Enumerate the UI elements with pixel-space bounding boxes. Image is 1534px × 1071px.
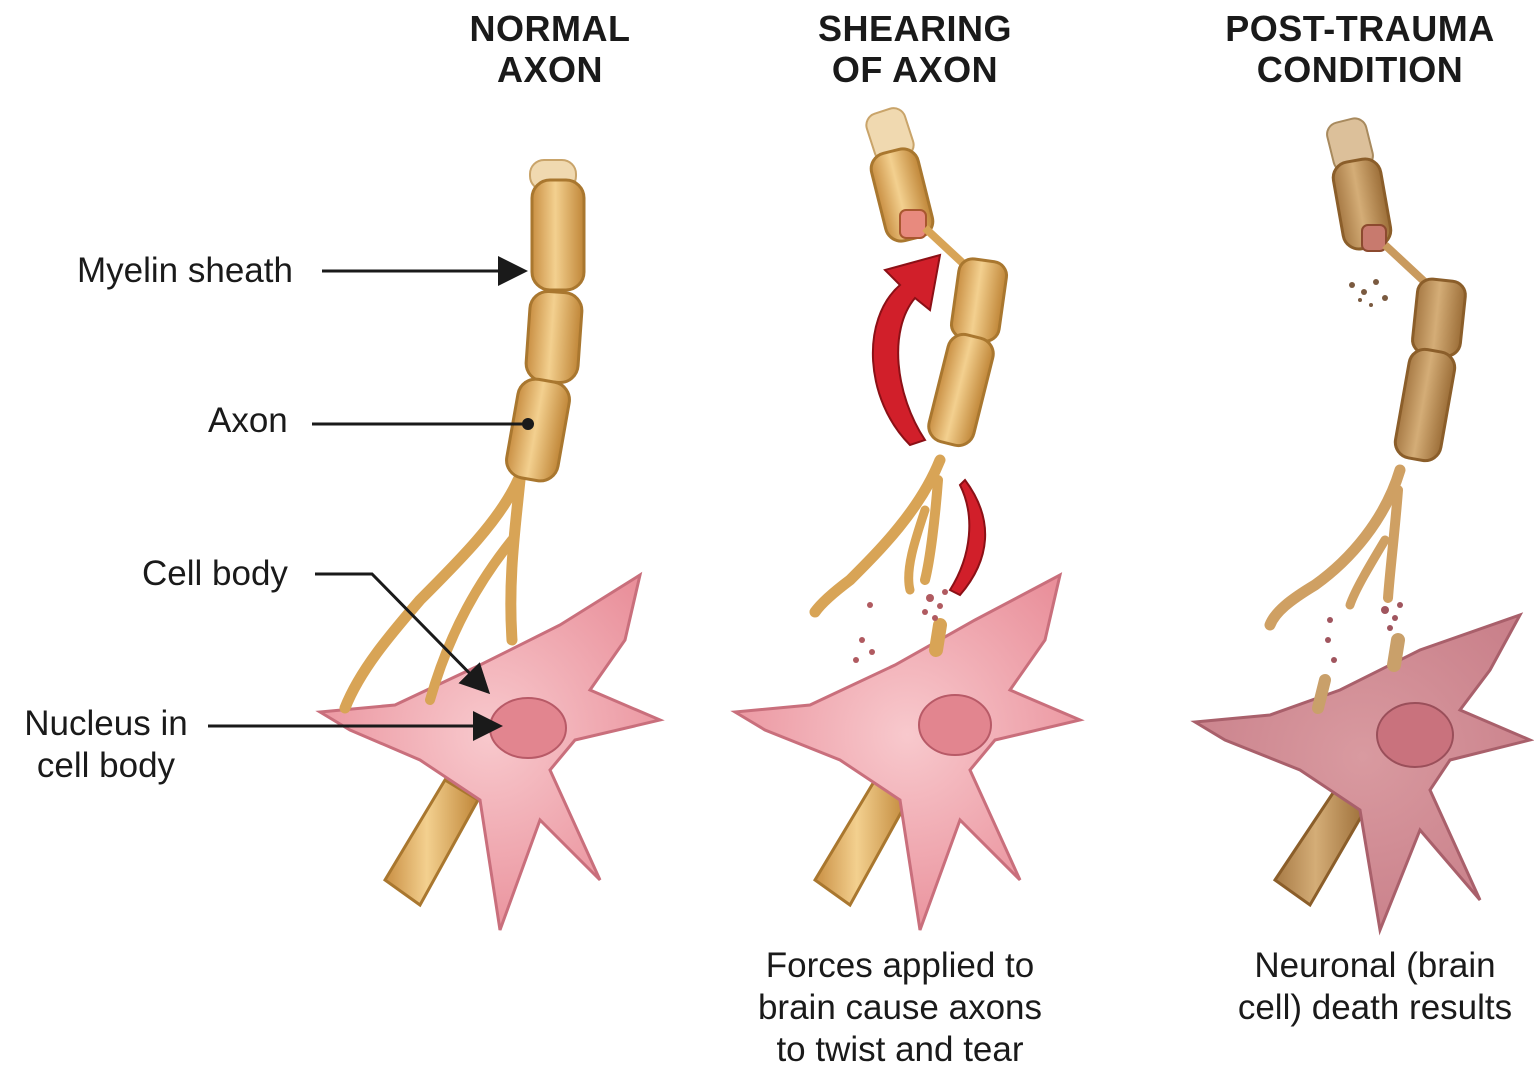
lower-myelin-segment xyxy=(385,780,478,905)
label-line: cell body xyxy=(18,745,194,787)
cell-body-shape xyxy=(735,575,1080,930)
cell-body-shape xyxy=(320,575,660,930)
cell-body-shape xyxy=(1195,615,1530,930)
post-trauma-neuron xyxy=(1195,116,1530,930)
caption-line: brain cause axons xyxy=(730,987,1070,1029)
debris-particles xyxy=(1349,279,1388,307)
caption-post-trauma: Neuronal (brain cell) death results xyxy=(1220,945,1530,1029)
nucleus-shape xyxy=(1377,703,1453,767)
axon-branch xyxy=(511,480,520,640)
myelin-sheath-segments xyxy=(504,160,584,484)
nucleus-shape xyxy=(919,695,991,755)
label-nucleus-in-cell-body: Nucleus in cell body xyxy=(18,703,194,787)
caption-line: cell) death results xyxy=(1220,987,1530,1029)
normal-neuron xyxy=(320,160,660,930)
caption-shearing: Forces applied to brain cause axons to t… xyxy=(730,945,1070,1071)
twist-arrow xyxy=(950,480,985,595)
label-axon: Axon xyxy=(208,400,288,442)
caption-line: Forces applied to xyxy=(730,945,1070,987)
nucleus-shape xyxy=(490,698,566,758)
label-line: Nucleus in xyxy=(18,703,194,745)
caption-line: to twist and tear xyxy=(730,1029,1070,1071)
shearing-neuron xyxy=(735,105,1080,930)
label-myelin-sheath: Myelin sheath xyxy=(77,250,293,292)
label-cell-body: Cell body xyxy=(142,553,288,595)
caption-line: Neuronal (brain xyxy=(1220,945,1530,987)
myelin-sheath-segments xyxy=(1325,116,1467,463)
